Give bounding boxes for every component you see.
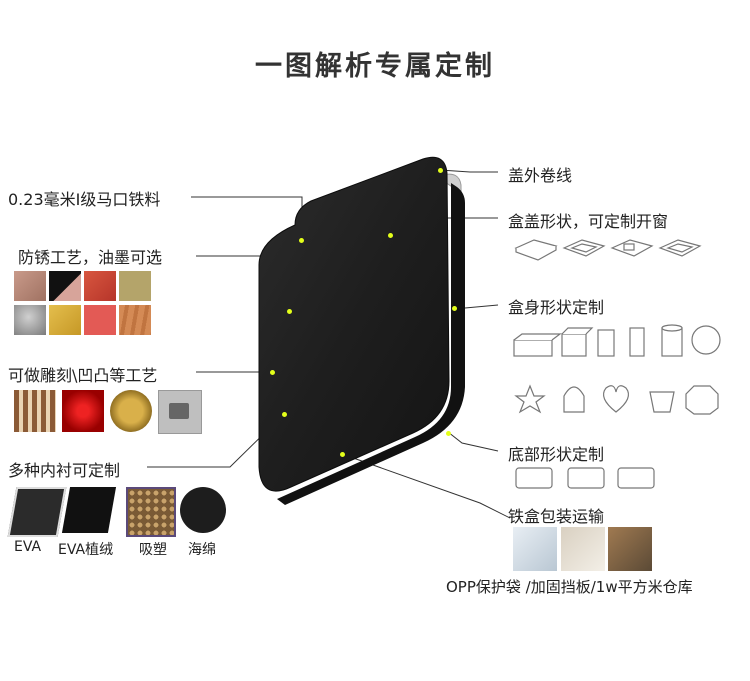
lining-label: 多种内衬可定制 bbox=[8, 461, 121, 480]
lining-eva-flock: EVA植绒 bbox=[58, 542, 114, 558]
marker-dot bbox=[340, 452, 345, 457]
lining-blister: 吸塑 bbox=[139, 542, 167, 558]
marker-dot bbox=[452, 306, 457, 311]
lining-eva: EVA bbox=[14, 539, 42, 555]
marker-dot bbox=[446, 431, 451, 436]
lid-shape-icon bbox=[514, 239, 702, 261]
packaging-caption: OPP保护袋 /加固挡板/1w平方米仓库 bbox=[446, 578, 693, 596]
marker-dot bbox=[438, 168, 443, 173]
marker-dot bbox=[388, 233, 393, 238]
body-shape-label: 盒身形状定制 bbox=[508, 298, 605, 317]
marker-dot bbox=[270, 370, 275, 375]
bottom-shape-label: 底部形状定制 bbox=[508, 445, 605, 464]
craft-label: 可做雕刻\凹凸等工艺 bbox=[8, 366, 158, 385]
marker-dot bbox=[299, 238, 304, 243]
bottom-shape-icon bbox=[515, 467, 655, 489]
antirust-label: 防锈工艺，油墨可选 bbox=[18, 248, 163, 267]
box-shape-icon bbox=[513, 324, 721, 415]
packaging-label: 铁盒包装运输 bbox=[508, 507, 605, 526]
material-label: 0.23毫米I级马口铁料 bbox=[8, 190, 161, 209]
lining-sponge: 海绵 bbox=[188, 542, 216, 558]
page-title: 一图解析专属定制 bbox=[255, 51, 495, 82]
rim-label: 盖外卷线 bbox=[508, 166, 573, 185]
tin-box bbox=[258, 156, 465, 505]
lid-shape-label: 盒盖形状，可定制开窗 bbox=[508, 212, 669, 231]
marker-dot bbox=[282, 412, 287, 417]
marker-dot bbox=[287, 309, 292, 314]
